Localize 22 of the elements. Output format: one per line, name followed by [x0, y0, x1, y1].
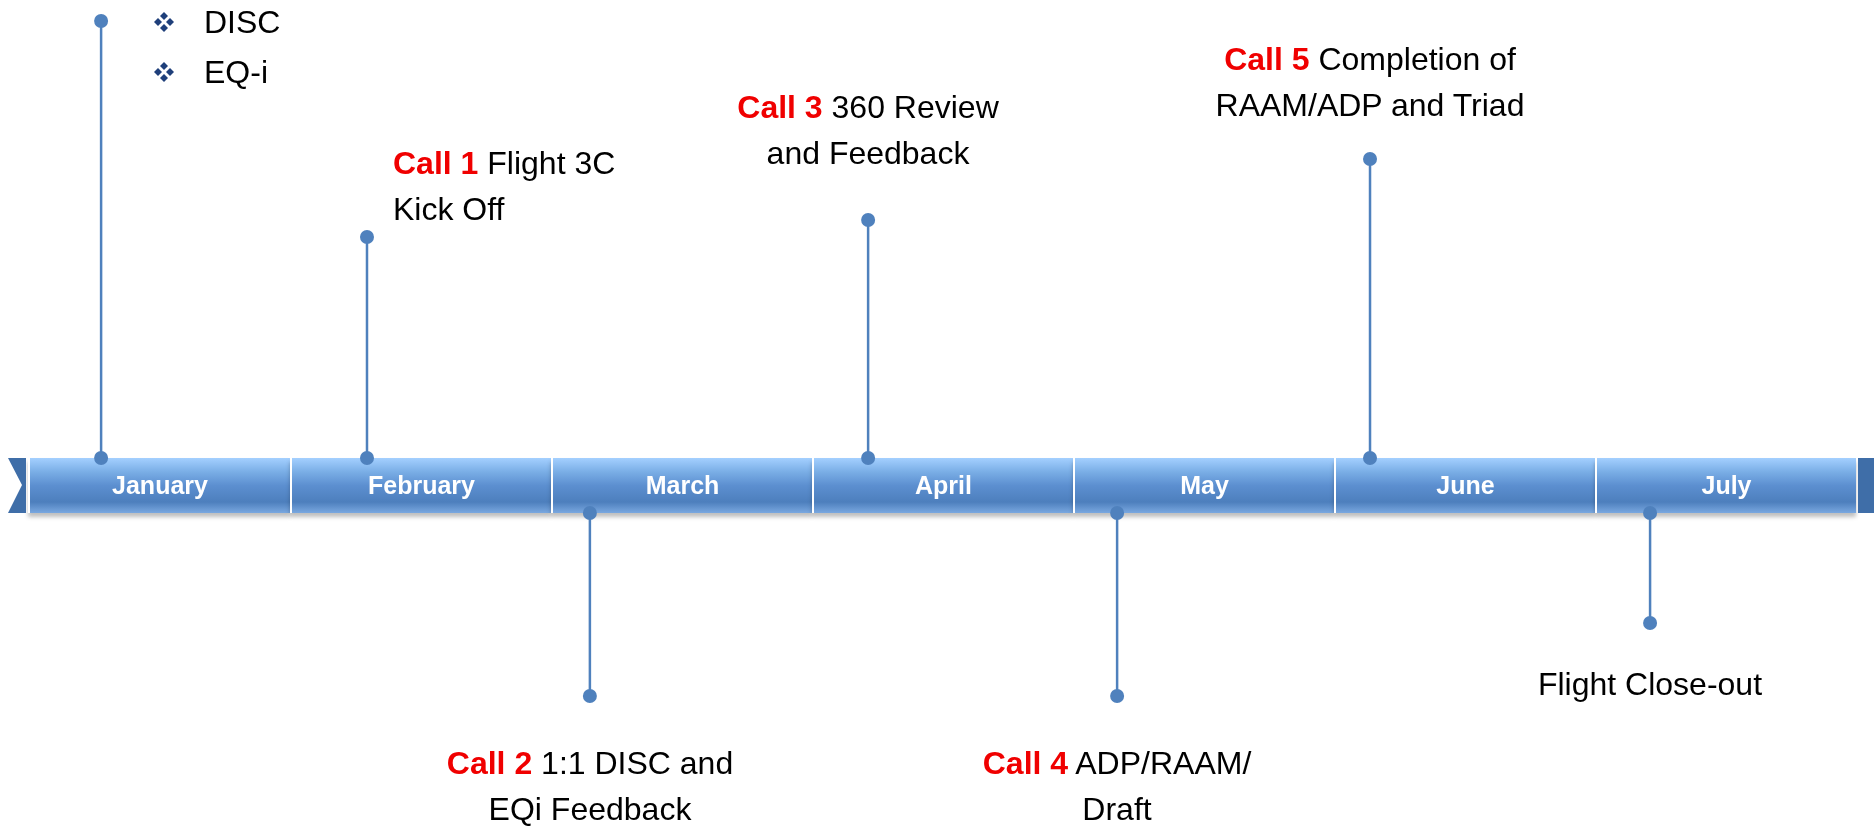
month-segment: July [1595, 458, 1856, 513]
list-item: EQ-i [204, 53, 268, 92]
month-segment: May [1073, 458, 1334, 513]
event-label: Call 1 Flight 3C Kick Off [367, 140, 667, 237]
event-label: Flight Close-out [1500, 623, 1800, 713]
connector-line [1363, 152, 1377, 465]
connector-line [360, 230, 374, 465]
event-label: Call 2 1:1 DISC and EQi Feedback [440, 696, 740, 837]
list-item: DISC [204, 3, 281, 42]
month-segment: January [28, 458, 290, 513]
month-segment: February [290, 458, 551, 513]
event-label: Call 3 360 Review and Feedback [718, 84, 1018, 220]
month-segment: June [1334, 458, 1595, 513]
connector-line [861, 213, 876, 465]
connector-line [1110, 506, 1125, 703]
month-segment: March [551, 458, 812, 513]
month-segment: April [812, 458, 1073, 513]
event-label: Call 5 Completion of RAAM/ADP and Triad [1160, 36, 1580, 159]
connector-line [582, 506, 597, 703]
connector-line [1643, 506, 1658, 630]
event-label: Call 4 ADP/RAAM/ Draft [967, 696, 1267, 837]
connector-line [94, 14, 109, 465]
